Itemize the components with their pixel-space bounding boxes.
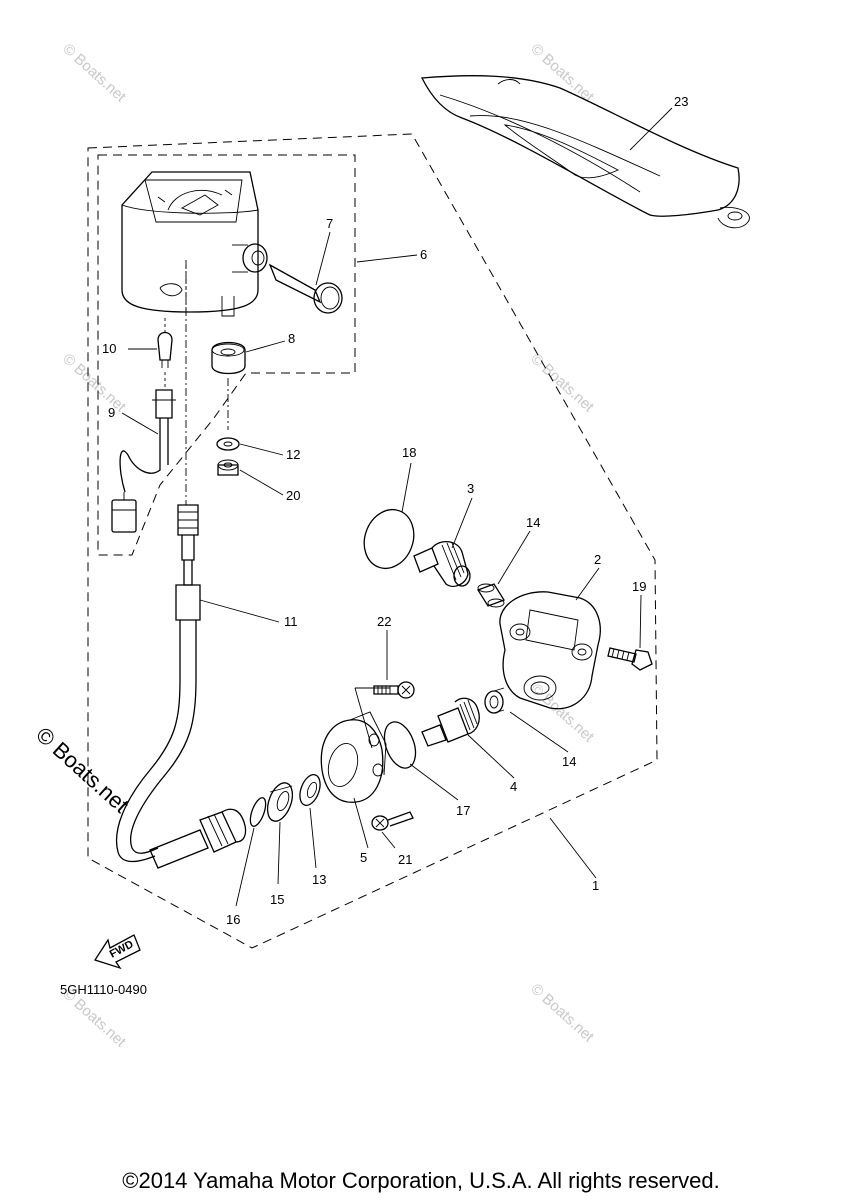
meter-cover xyxy=(420,75,750,229)
cable-end-fitting xyxy=(149,808,247,869)
grommet xyxy=(211,341,246,375)
bushing-lower xyxy=(484,687,505,714)
callout-17: 17 xyxy=(456,803,470,818)
o-ring-large xyxy=(383,721,417,769)
callout-14-lower: 14 xyxy=(562,754,576,769)
callout-22: 22 xyxy=(377,614,391,629)
watermarks: © Boats.net © Boats.net © Boats.net © Bo… xyxy=(59,40,597,1051)
callout-11: 11 xyxy=(284,614,298,629)
watermark: © Boats.net xyxy=(527,980,597,1046)
callout-15: 15 xyxy=(270,892,284,907)
leader-lines xyxy=(121,107,673,907)
callout-21: 21 xyxy=(398,852,412,867)
callout-16: 16 xyxy=(226,912,240,927)
drive-gear xyxy=(421,697,480,747)
callout-10: 10 xyxy=(102,341,116,356)
callout-8: 8 xyxy=(288,331,295,346)
callout-14-upper: 14 xyxy=(526,515,540,530)
watermark: © Boats.net xyxy=(527,40,597,106)
bushing-upper xyxy=(477,583,505,608)
callout-2: 2 xyxy=(594,552,601,567)
callout-23: 23 xyxy=(674,94,688,109)
driven-gear xyxy=(413,541,471,588)
gear-housing-cover xyxy=(320,711,387,803)
o-ring-small xyxy=(249,797,267,827)
callout-1: 1 xyxy=(592,878,599,893)
callout-13: 13 xyxy=(312,872,326,887)
speedometer-meter xyxy=(121,171,268,317)
watermark: © Boats.net xyxy=(527,350,597,416)
socket-cord xyxy=(111,372,176,533)
washer xyxy=(216,437,240,451)
diagram-code: 5GH1110-0490 xyxy=(60,982,147,997)
thrust-washer xyxy=(299,774,321,806)
screw-upper xyxy=(373,681,415,699)
callout-18: 18 xyxy=(402,445,416,460)
oil-seal xyxy=(266,782,294,822)
screw-lower xyxy=(371,811,414,831)
callout-9: 9 xyxy=(108,405,115,420)
watermark: © Boats.net xyxy=(59,350,129,416)
flange-bolt xyxy=(607,647,653,671)
callout-6: 6 xyxy=(420,247,427,262)
callout-7: 7 xyxy=(326,216,333,231)
fwd-arrow: FWD xyxy=(93,934,141,970)
callout-4: 4 xyxy=(510,779,517,794)
watermark: © Boats.net xyxy=(527,680,597,746)
speedometer-cable xyxy=(115,504,201,863)
callouts: 23 7 6 8 10 9 12 20 11 18 3 14 2 19 22 1… xyxy=(102,94,688,927)
copyright-notice: ©2014 Yamaha Motor Corporation, U.S.A. A… xyxy=(122,1168,720,1193)
watermark: © Boats.net xyxy=(59,40,129,106)
nut xyxy=(217,459,239,476)
callout-20: 20 xyxy=(286,488,300,503)
gear-housing xyxy=(499,591,601,710)
bulb xyxy=(157,318,173,368)
reset-knob xyxy=(268,263,343,314)
callout-5: 5 xyxy=(360,850,367,865)
o-ring-housing xyxy=(363,508,415,570)
callout-12: 12 xyxy=(286,447,300,462)
callout-3: 3 xyxy=(467,481,474,496)
fwd-label: FWD xyxy=(108,938,136,960)
callout-19: 19 xyxy=(632,579,646,594)
